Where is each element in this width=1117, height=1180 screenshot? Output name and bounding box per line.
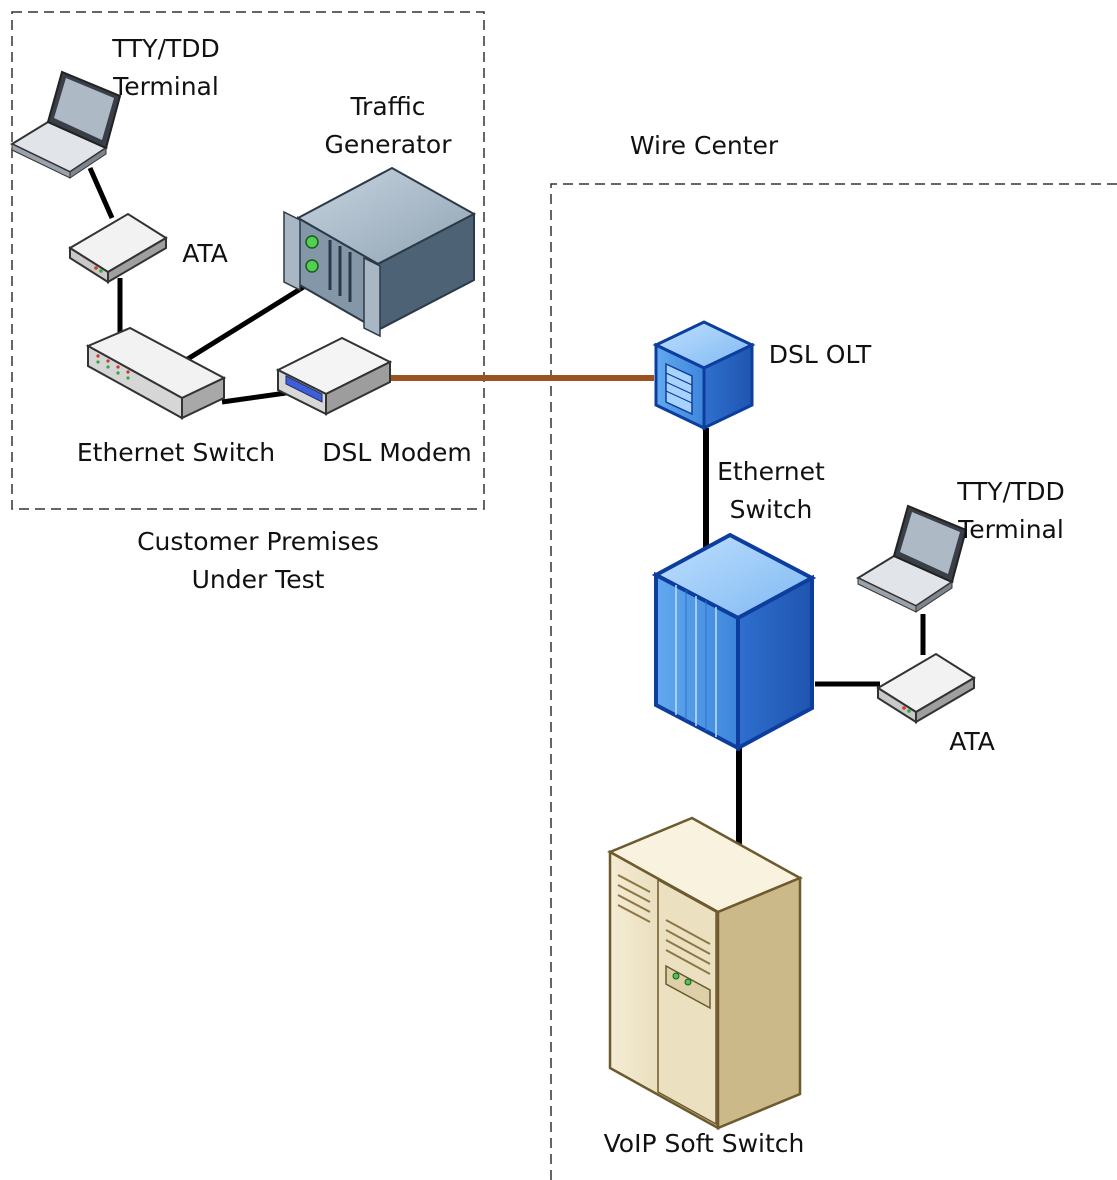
voip-soft-switch-label: VoIP Soft Switch	[604, 1129, 805, 1158]
ethernet-switch-customer: Ethernet Switch	[77, 326, 275, 467]
traffic-generator-label-line1: Traffic	[349, 92, 425, 121]
tty-wc-label-line1: TTY/TDD	[956, 477, 1065, 506]
dsl-olt-label: DSL OLT	[769, 340, 872, 369]
tty-wc-label-line2: Terminal	[957, 515, 1064, 544]
traffic-generator-label-line2: Generator	[325, 130, 453, 159]
dsl-modem: DSL Modem	[275, 336, 472, 467]
ata-wire-center: ATA	[876, 652, 995, 756]
ethernet-switch-wc-label-line1: Ethernet	[717, 457, 825, 486]
link-switch-traffic-generator	[176, 275, 320, 368]
link-tty-ata-customer	[87, 166, 115, 220]
ata-customer-label: ATA	[182, 239, 228, 268]
dsl-modem-icon	[275, 336, 393, 416]
laptop-icon	[9, 70, 122, 179]
dsl-modem-label: DSL Modem	[322, 438, 471, 467]
customer-premises-label-line2: Under Test	[192, 565, 325, 594]
olt-icon	[652, 320, 756, 431]
ata-icon	[68, 212, 168, 284]
tty-customer-label-line1: TTY/TDD	[111, 34, 220, 63]
traffic-generator: Traffic Generator	[283, 92, 477, 338]
wire-center-zone: Wire Center	[550, 131, 1117, 1180]
customer-premises-boundary	[11, 11, 485, 510]
ethernet-switch-wc-label-line2: Switch	[730, 495, 813, 524]
voip-soft-switch: VoIP Soft Switch	[604, 816, 805, 1158]
ata-icon	[876, 652, 976, 724]
ata-wc-label: ATA	[949, 727, 995, 756]
tty-tdd-terminal-wire-center: TTY/TDD Terminal	[855, 477, 1065, 613]
customer-premises-label-line1: Customer Premises	[137, 527, 379, 556]
ethernet-switch-wire-center: Ethernet Switch	[651, 457, 825, 752]
customer-premises-zone: Customer Premises Under Test	[11, 11, 485, 594]
rack-server-icon	[283, 166, 477, 338]
wire-center-label: Wire Center	[630, 131, 779, 160]
laptop-icon	[855, 504, 968, 613]
wire-center-boundary	[550, 183, 1117, 1180]
tty-tdd-terminal-customer: TTY/TDD Terminal	[9, 34, 220, 179]
links	[87, 166, 926, 845]
ethernet-switch-customer-label: Ethernet Switch	[77, 438, 275, 467]
tty-customer-label-line2: Terminal	[112, 72, 219, 101]
dsl-olt: DSL OLT	[652, 320, 872, 431]
mainframe-switch-icon	[651, 532, 817, 752]
ethernet-switch-icon	[85, 326, 227, 420]
ata-customer: ATA	[68, 212, 228, 284]
tower-server-icon	[607, 816, 803, 1131]
link-switch-dsl-modem	[221, 390, 287, 405]
